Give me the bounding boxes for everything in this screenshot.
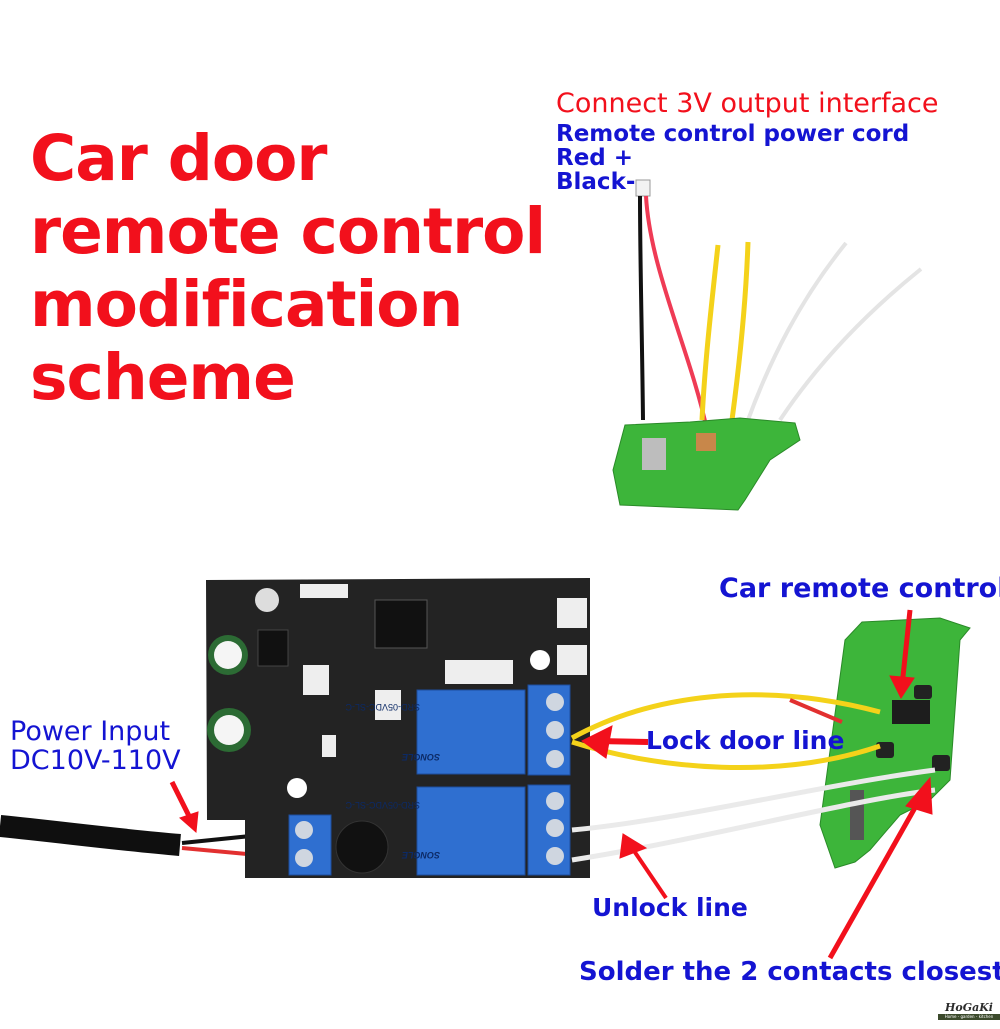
red-plus-label: Red + bbox=[556, 145, 634, 171]
annotation-arrows bbox=[169, 609, 933, 960]
solder-pad bbox=[696, 433, 716, 451]
watermark-tagline: Home - garden - kitchen bbox=[938, 1014, 1000, 1020]
unlock-arrow bbox=[628, 843, 668, 900]
watermark-name: HoGaKi bbox=[945, 1001, 993, 1014]
remote-ic bbox=[892, 700, 930, 724]
solder-contacts-label: Solder the 2 contacts closest bbox=[579, 957, 1000, 987]
car-remote-arrowhead bbox=[889, 675, 915, 700]
expansion-connector bbox=[445, 660, 513, 684]
nfc-connector bbox=[557, 598, 587, 628]
remote-red-wire bbox=[789, 698, 843, 724]
jst-connector bbox=[635, 179, 651, 197]
terminal-block-p1 bbox=[288, 814, 332, 876]
white-wire-1 bbox=[746, 241, 848, 421]
power-cord-labels: Remote control power cord Red + Black- bbox=[556, 122, 909, 194]
relay3-connector bbox=[375, 690, 401, 720]
lock-door-line-label: Lock door line bbox=[646, 726, 845, 755]
solder-arrowhead bbox=[905, 776, 933, 815]
mount-hole-2 bbox=[530, 650, 550, 670]
title-line-4: scheme bbox=[30, 341, 296, 414]
button-connector bbox=[557, 645, 587, 675]
terminal-block-p5 bbox=[527, 684, 571, 776]
relay-2-brand: SONGLE bbox=[401, 850, 440, 860]
power-input-voltage: DC10V-110V bbox=[10, 745, 181, 776]
title-line-3: modification bbox=[30, 268, 463, 341]
yellow-wire-2 bbox=[729, 241, 751, 421]
top-remote-pcb-assembly bbox=[612, 179, 923, 511]
power-input-title: Power Input bbox=[10, 716, 171, 747]
car-remote-arrow bbox=[899, 609, 913, 687]
inductor bbox=[257, 629, 289, 667]
remote-battery-clip bbox=[850, 790, 864, 840]
power-cord-label: Remote control power cord bbox=[556, 121, 910, 147]
red-wire bbox=[644, 195, 709, 431]
capacitor-e4 bbox=[255, 588, 279, 612]
page-title: Car door remote control modification sch… bbox=[30, 122, 546, 414]
lock-arrowhead bbox=[581, 725, 613, 759]
relay-2-model: SRD-05VDC-SL-C bbox=[345, 800, 420, 810]
mcu-chip bbox=[374, 599, 428, 649]
connect-3v-label: Connect 3V output interface bbox=[556, 88, 939, 119]
power-input-label: Power Input DC10V-110V bbox=[10, 717, 181, 775]
setup-button bbox=[322, 735, 336, 757]
relay-1-brand: SONGLE bbox=[401, 752, 440, 762]
battery-contact bbox=[642, 438, 666, 470]
lock-wire-1 bbox=[570, 692, 881, 741]
remote-button-lock bbox=[876, 742, 894, 758]
title-line-1: Car door bbox=[30, 122, 327, 195]
black-minus-label: Black- bbox=[556, 169, 636, 195]
lock-wire-2 bbox=[571, 739, 881, 771]
white-wire-2 bbox=[778, 267, 923, 422]
unlock-wire-1 bbox=[571, 767, 936, 833]
controller-board bbox=[206, 578, 590, 878]
relay-2 bbox=[416, 786, 526, 876]
buzzer bbox=[335, 820, 389, 874]
title-line-2: remote control bbox=[30, 195, 546, 268]
remote-button-top bbox=[914, 685, 932, 699]
p4-connector bbox=[303, 665, 329, 695]
power-arrowhead bbox=[179, 811, 199, 834]
fingerprint-connector bbox=[300, 584, 348, 598]
terminal-block-p7 bbox=[527, 784, 571, 876]
relay-1 bbox=[416, 689, 526, 775]
black-wire bbox=[638, 195, 645, 421]
remote-button-unlock bbox=[932, 755, 950, 771]
watermark-logo: HoGaKi Home - garden - kitchen bbox=[938, 1001, 1000, 1027]
relay-1-model: SRD-05VDC-SL-C bbox=[345, 702, 420, 712]
remote-pcb-board bbox=[612, 417, 801, 511]
solder-arrow bbox=[827, 788, 928, 960]
mount-hole-1 bbox=[287, 778, 307, 798]
unlock-line-label: Unlock line bbox=[592, 893, 748, 922]
relay-markings: SRD-05VDC-SL-C SRD-05VDC-SL-C SONGLE SON… bbox=[345, 702, 440, 860]
car-remote-label: Car remote control bbox=[719, 573, 1000, 604]
yellow-wire-1 bbox=[699, 244, 721, 421]
unlock-arrowhead bbox=[619, 833, 648, 859]
